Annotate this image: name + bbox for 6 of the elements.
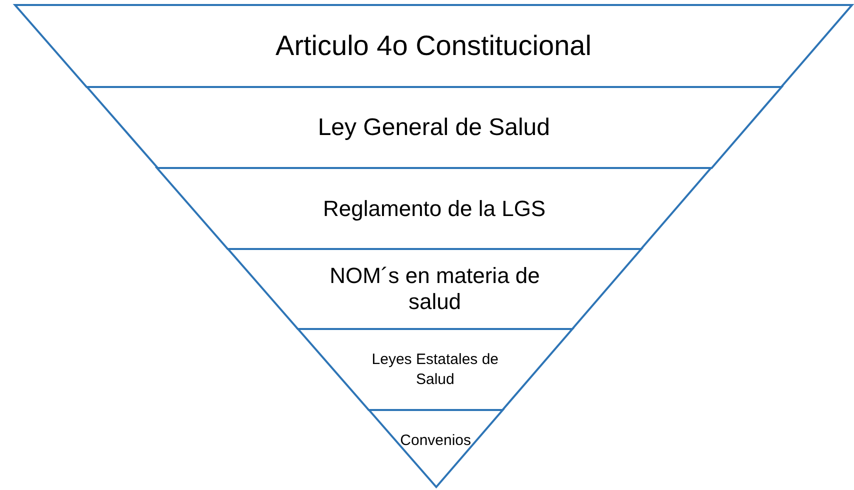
band-label: Articulo 4o Constitucional — [276, 29, 592, 63]
band-label: Leyes Estatales de Salud — [370, 350, 500, 390]
band-label: Reglamento de la LGS — [323, 195, 546, 223]
band-label: NOM´s en materia de salud — [328, 263, 541, 315]
band-label: Convenios — [400, 431, 472, 451]
band-label: Ley General de Salud — [318, 112, 550, 142]
